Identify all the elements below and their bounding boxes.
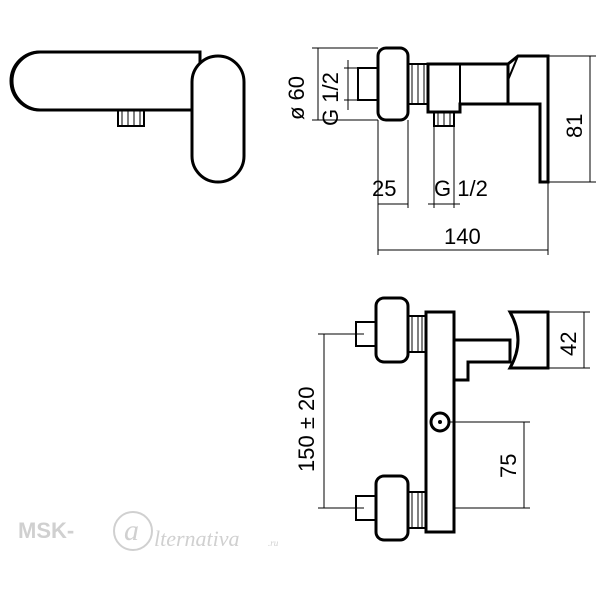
dim-outlet-75: 75 — [496, 454, 521, 478]
watermark-rest: lternativa — [154, 526, 240, 551]
dim-length-140: 140 — [444, 224, 481, 249]
front-view — [318, 296, 590, 542]
dim-thread-top: G 1/2 — [318, 72, 343, 126]
top-view-outlet — [117, 109, 145, 127]
front-view-spout — [452, 338, 512, 382]
front-view-bottom-nut — [374, 474, 410, 542]
front-view-top-connector — [407, 315, 427, 353]
watermark-brand: MSK- — [18, 518, 74, 543]
dim-diameter: ø 60 — [284, 76, 309, 120]
side-view-body — [426, 62, 510, 114]
dim-depth-25: 25 — [372, 176, 396, 201]
side-view-wall-nut — [376, 46, 410, 122]
dim-height-81: 81 — [562, 114, 587, 138]
front-view-handle — [507, 310, 550, 370]
watermark-tld: .ru — [268, 538, 279, 548]
watermark-logo-letter: a — [124, 514, 139, 547]
side-view — [312, 46, 596, 255]
watermark: MSK- a lternativa .ru — [18, 511, 279, 551]
dim-spacing: 150 ± 20 — [294, 387, 319, 472]
side-view-handle — [506, 54, 550, 184]
top-view — [9, 50, 246, 184]
side-view-inlet — [357, 67, 379, 101]
front-view-top-nut — [374, 296, 410, 364]
top-view-handle — [190, 54, 246, 184]
front-view-bottom-connector — [407, 491, 427, 529]
watermark-logo-circle — [113, 511, 153, 551]
dim-handle-42: 42 — [556, 332, 581, 356]
top-view-left-wall-disk — [10, 50, 41, 112]
dim-thread-bottom: G 1/2 — [434, 176, 488, 201]
